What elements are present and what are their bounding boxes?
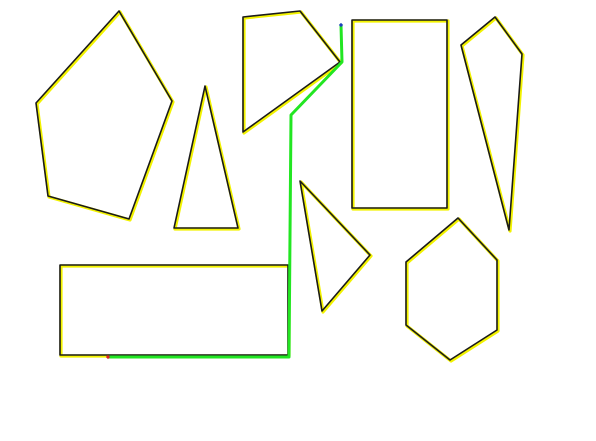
obstacle-outline — [299, 180, 371, 312]
obstacle-hexagon — [405, 217, 500, 363]
obstacle-outline — [405, 217, 498, 361]
path-polyline — [106, 23, 344, 359]
planned-path — [106, 23, 344, 359]
obstacle-outline — [351, 19, 448, 209]
obstacle-small-triangle — [299, 180, 373, 314]
obstacle-tall-rectangle — [351, 19, 450, 211]
obstacle-outline — [173, 85, 239, 229]
obstacle-outline — [460, 16, 523, 231]
obstacle-tall-triangle — [173, 85, 241, 231]
obstacle-thin-triangle-right — [460, 16, 525, 233]
obstacle-outline-glow — [405, 217, 500, 363]
obstacle-outline — [35, 10, 173, 220]
obstacle-pentagon-left — [35, 10, 175, 222]
obstacle-outline-glow — [351, 19, 450, 211]
